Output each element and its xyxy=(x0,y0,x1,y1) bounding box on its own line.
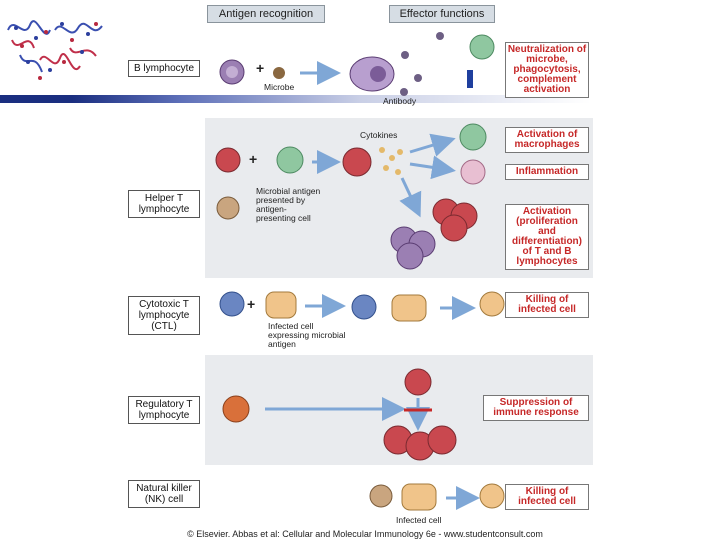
proliferating-b-icons xyxy=(390,226,436,270)
activation-macrophages-box: Activation of macrophages xyxy=(505,127,589,153)
nk-cell-icon xyxy=(369,484,393,508)
infected-target-icon xyxy=(391,294,427,322)
microbe-icon xyxy=(273,67,285,79)
ctl-cell-icon xyxy=(219,291,245,317)
infected-cell-note: Infected cell xyxy=(396,515,442,525)
infected-cell-icon-ctl xyxy=(265,291,297,319)
copyright-credit: © Elsevier. Abbas et al: Cellular and Mo… xyxy=(187,529,543,539)
macrophage-icon-b xyxy=(469,34,495,60)
killing-nk-box: Killing of infected cell xyxy=(505,484,589,510)
ctl-label: Cytotoxic T lymphocyte (CTL) xyxy=(128,296,200,335)
infected-cell-icon-nk xyxy=(401,483,437,511)
plasma-cell-icon xyxy=(349,56,395,92)
b-cell-icon xyxy=(219,59,245,85)
antigen-recognition-header: Antigen recognition xyxy=(207,5,325,23)
b-lymphocyte-label: B lymphocyte xyxy=(128,60,200,77)
activation-tb-box: Activation (proliferation and differenti… xyxy=(505,204,589,270)
inflammation-cell-icon xyxy=(460,159,486,185)
plus-sign-ctl: + xyxy=(247,296,256,312)
helper-t-resting-icon xyxy=(216,196,240,220)
microbe-note: Microbe xyxy=(264,82,295,92)
plus-sign-helper: + xyxy=(249,151,258,167)
apc-icon xyxy=(276,146,304,174)
effector-functions-header: Effector functions xyxy=(389,5,495,23)
killed-cell-icon xyxy=(479,291,505,317)
cytokines-note: Cytokines xyxy=(360,130,398,140)
antibody-note: Antibody xyxy=(383,96,417,106)
title-accent-bar xyxy=(0,95,720,103)
killing-ctl-box: Killing of infected cell xyxy=(505,292,589,318)
activated-helper-t-icon xyxy=(342,147,372,177)
antibody-icons xyxy=(400,32,444,96)
inflammation-box: Inflammation xyxy=(505,164,589,180)
neutralization-box: Neutralization of microbe, phagocytosis,… xyxy=(505,42,589,98)
arrow-to-tb xyxy=(399,177,422,218)
ctl-engaged-icon xyxy=(351,294,377,320)
killed-cell-icon-nk xyxy=(479,483,505,509)
helper-t-label: Helper T lymphocyte xyxy=(128,190,200,218)
suppressed-t-cells-icons xyxy=(383,425,457,461)
suppression-box: Suppression of immune response xyxy=(483,395,589,421)
cytokine-dots xyxy=(379,147,403,175)
regulatory-t-label: Regulatory T lymphocyte xyxy=(128,396,200,424)
arrow-to-macrophage xyxy=(409,133,456,157)
proliferating-t-icons xyxy=(432,198,478,242)
helper-t-cell-icon xyxy=(215,147,241,173)
treg-cell-icon xyxy=(222,395,250,423)
macrophage-icon-helper xyxy=(459,123,487,151)
target-t-cell-icon xyxy=(404,368,432,396)
infected-cell-expressing-note: Infected cell expressing microbial antig… xyxy=(268,321,346,349)
plus-sign-b: + xyxy=(256,60,265,76)
protein-structure-logo xyxy=(7,20,103,80)
complement-icon xyxy=(467,70,473,88)
microbial-antigen-note: Microbial antigen presented by antigen-p… xyxy=(256,186,321,223)
arrow-to-inflammation xyxy=(409,155,456,180)
nk-cell-label: Natural killer (NK) cell xyxy=(128,480,200,508)
